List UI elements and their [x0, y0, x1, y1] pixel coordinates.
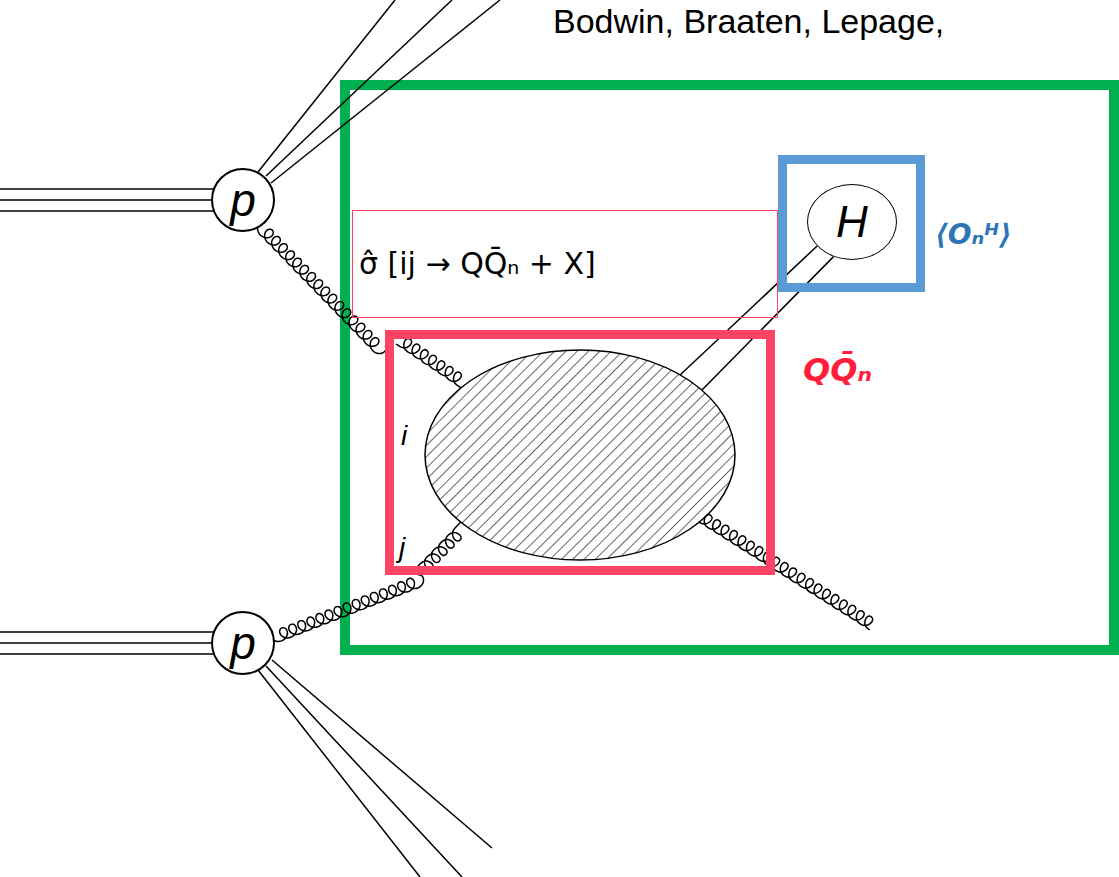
proton-line — [0, 642, 211, 644]
parton-index: j — [399, 533, 405, 562]
ldme-box: ⟨Oₙᴴ⟩H — [778, 155, 925, 292]
parton-index: i — [401, 421, 407, 450]
proton-line — [0, 188, 214, 190]
cross-section-box: σ̂ [ij → QQ̄ₙ + X] — [352, 210, 778, 318]
remnant-line — [258, 670, 420, 877]
hard-process-blob — [425, 350, 735, 560]
proton-label: p — [230, 620, 256, 666]
proton-label: p — [230, 177, 256, 223]
hadron-ellipse: H — [807, 184, 897, 260]
gluon-connector — [258, 222, 386, 354]
proton-line — [0, 199, 211, 201]
proton-circle: p — [211, 168, 275, 232]
remnant-line — [266, 666, 462, 877]
gluon-lines — [396, 330, 876, 630]
hadron-label: H — [836, 200, 868, 244]
proton-line — [0, 631, 214, 633]
remnant-line — [272, 660, 492, 848]
proton-line — [0, 210, 214, 212]
gluon-connector — [271, 575, 424, 642]
remnant-line — [271, 0, 500, 183]
proton-line — [0, 653, 214, 655]
remnant-line — [258, 0, 395, 172]
gluon-line — [396, 334, 467, 388]
remnant-line — [266, 0, 452, 176]
quark-line — [702, 330, 761, 390]
qqbar-label: QQ̄ₙ — [803, 351, 872, 389]
cross-section-formula: σ̂ [ij → QQ̄ₙ + X] — [359, 246, 596, 282]
ldme-label: ⟨Oₙᴴ⟩ — [935, 218, 1012, 252]
proton-lines — [0, 0, 500, 877]
factorization-box — [345, 85, 1114, 650]
citation-text: Bodwin, Braaten, Lepage, — [553, 2, 944, 41]
short-distance-box: QQ̄ₙ — [385, 330, 775, 575]
proton-circle: p — [211, 611, 275, 675]
